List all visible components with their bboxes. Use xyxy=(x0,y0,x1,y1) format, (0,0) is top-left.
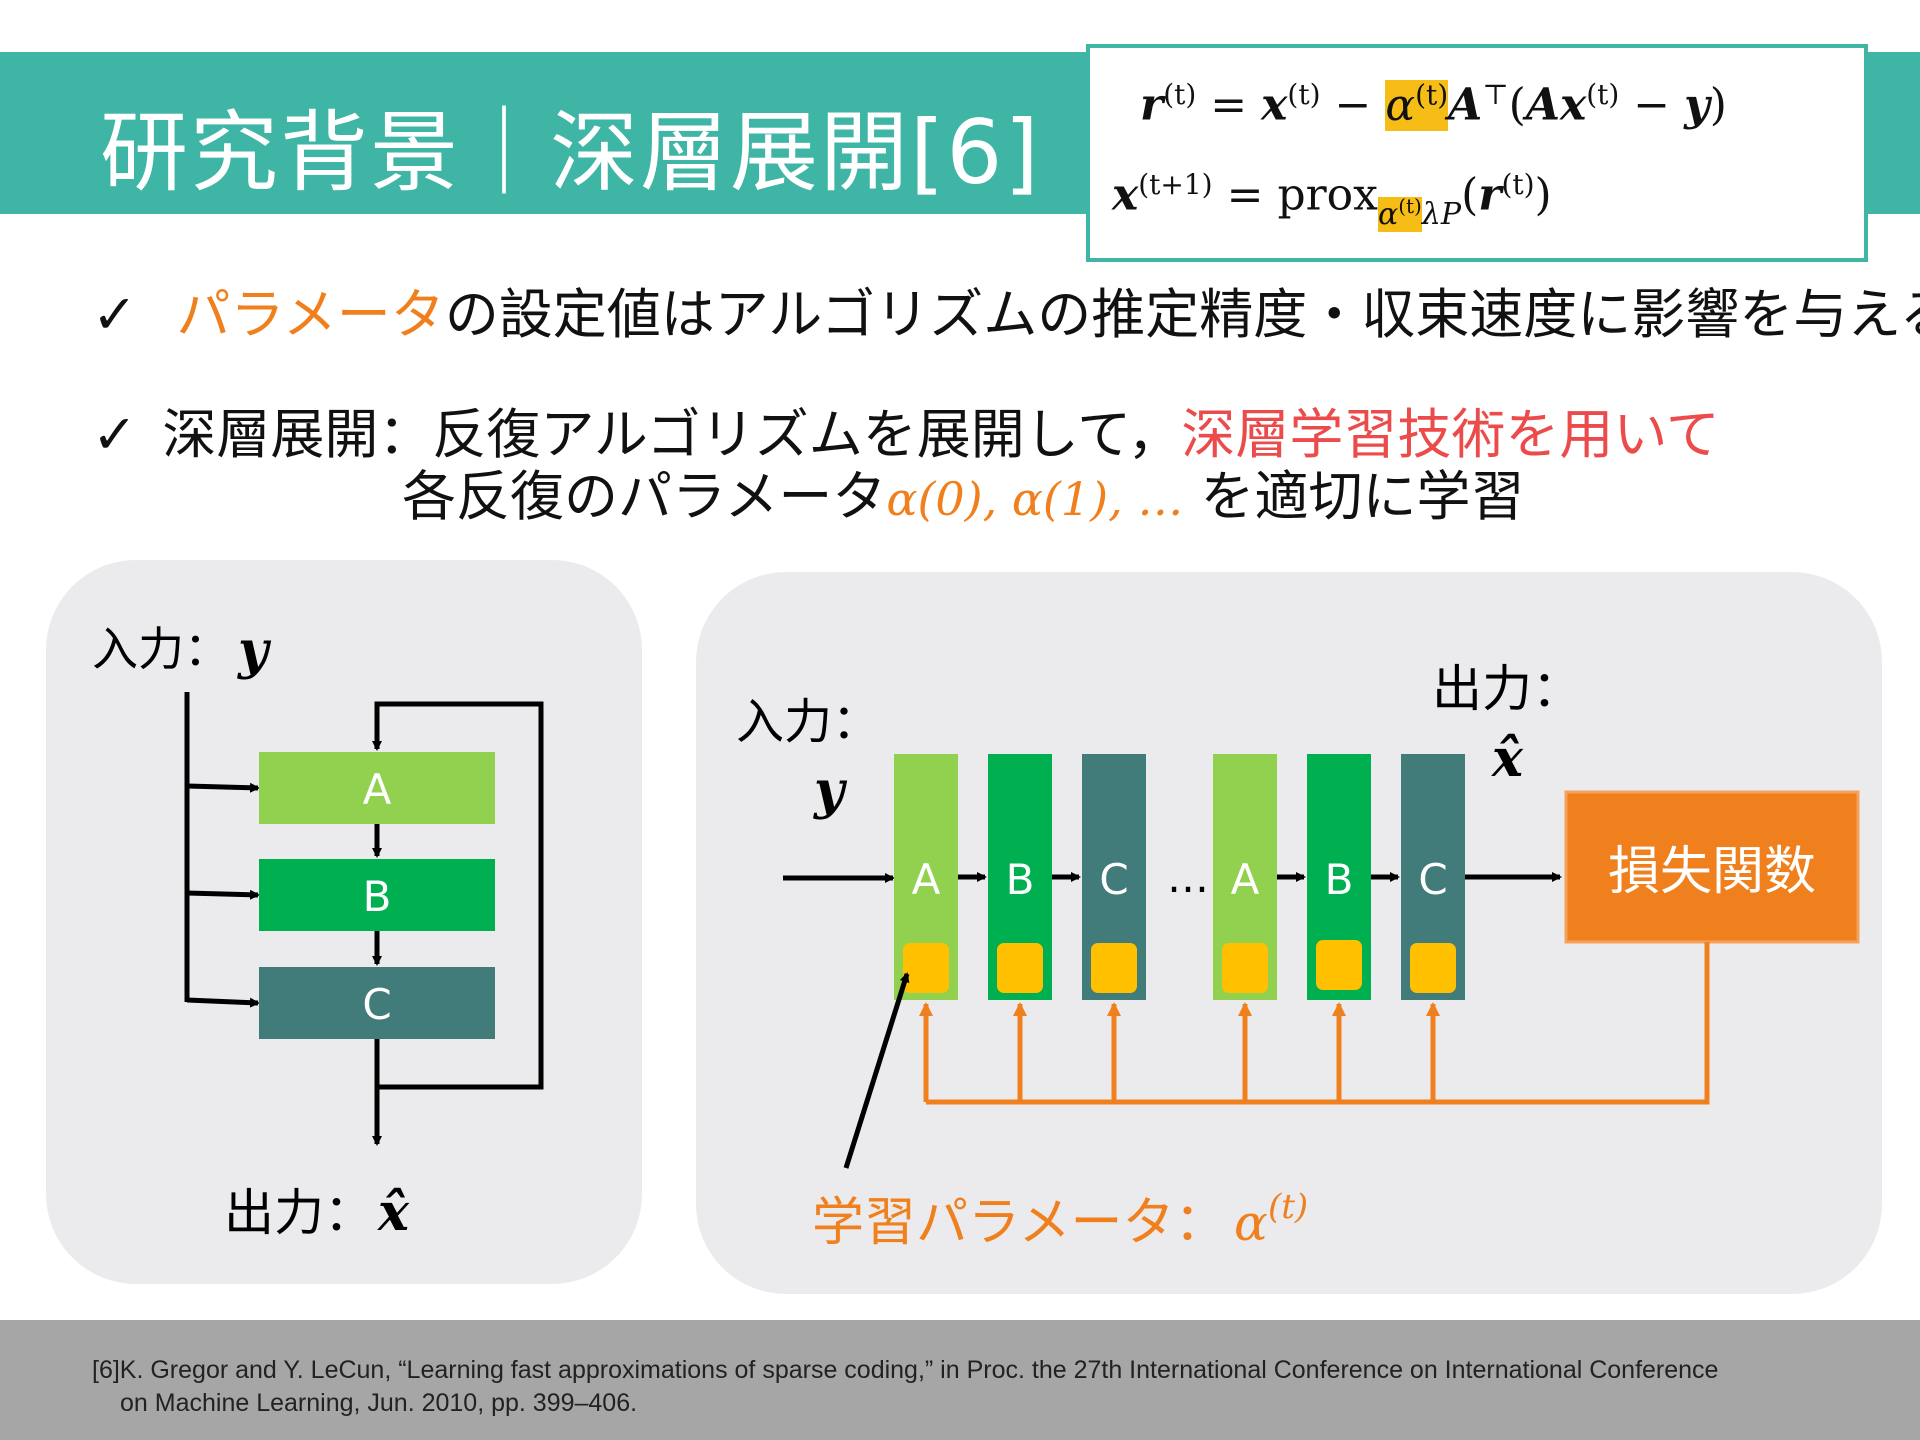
formula-alpha: α xyxy=(1385,79,1416,131)
check-icon: ✓ xyxy=(92,283,138,346)
left-loop-arrow xyxy=(372,701,544,1090)
param-pointer-arrow xyxy=(843,972,910,1169)
left-output-var: x̂ xyxy=(377,1182,410,1243)
formula-A: A xyxy=(1448,79,1483,131)
formula-sup: (t) xyxy=(1501,168,1535,201)
right-output-label: 出力： xyxy=(1432,660,1582,718)
left-block-c-label: C xyxy=(362,980,391,1029)
right-block-6-label: C xyxy=(1418,855,1447,904)
left-block-b-label: B xyxy=(363,872,392,921)
right-block-1-label: A xyxy=(912,855,941,904)
bullet-1: ✓ パラメータの設定値はアルゴリズムの推定精度・収束速度に影響を与える xyxy=(92,270,1920,349)
formula-prox-subscript: α(t)λP xyxy=(1377,193,1462,232)
formula-r: r xyxy=(1478,169,1502,221)
left-block-a-label: A xyxy=(363,765,392,814)
right-ellipsis: … xyxy=(1167,853,1209,902)
param-square-2 xyxy=(997,943,1043,993)
right-block-4-label: A xyxy=(1231,855,1260,904)
footer-bar xyxy=(0,1320,1920,1440)
formula-sup: (t) xyxy=(1287,78,1321,111)
formula-line-1: r(t) = x(t) − α(t)A⊤(Ax(t) − y) xyxy=(1140,78,1727,131)
loss-function-box xyxy=(1564,790,1860,944)
formula-x: x xyxy=(1261,79,1288,131)
param-square-6 xyxy=(1410,943,1456,993)
loss-function-label: 損失関数 xyxy=(1608,842,1816,902)
formula-r: r xyxy=(1140,79,1164,131)
check-icon: ✓ xyxy=(92,403,138,466)
formula-paren: ) xyxy=(1534,169,1552,221)
formula-minus: − xyxy=(1619,79,1685,131)
formula-paren: ) xyxy=(1709,79,1727,131)
formula-prox: = prox xyxy=(1212,169,1378,221)
formula-box: r(t) = x(t) − α(t)A⊤(Ax(t) − y) x(t+1) =… xyxy=(1086,44,1868,262)
right-block-5-label: B xyxy=(1325,855,1354,904)
formula-sup: (t) xyxy=(1163,78,1197,111)
bullet-1-text: の設定値はアルゴリズムの推定精度・収束速度に影響を与える xyxy=(444,283,1920,346)
right-block-2-label: B xyxy=(1006,855,1035,904)
bullet-3-suffix: を適切に学習 xyxy=(1183,465,1525,528)
bullet-3-text: 各反復のパラメータ xyxy=(402,465,887,528)
param-square-5 xyxy=(1316,940,1362,990)
formula-sup: (t) xyxy=(1398,193,1422,218)
formula-x: x xyxy=(1112,169,1139,221)
right-diagram: 入力： y 出力： x̂ A B C A B C … 損失関 xyxy=(736,660,1860,1253)
left-output-label: 出力： xyxy=(224,1184,374,1242)
left-arrow-to-b xyxy=(186,889,260,900)
right-input-label: 入力： xyxy=(736,694,880,750)
formula-alpha: α xyxy=(1377,196,1399,232)
formula-sup: (t+1) xyxy=(1138,168,1213,201)
left-arrow-to-c xyxy=(186,997,260,1008)
param-var: α xyxy=(1234,1194,1268,1252)
footer-line-1: [6]K. Gregor and Y. LeCun, “Learning fas… xyxy=(92,1356,1719,1384)
param-label: 学習パラメータ： xyxy=(812,1193,1226,1253)
formula-line-2: x(t+1) = proxα(t)λP(r(t)) xyxy=(1112,168,1552,232)
formula-y: y xyxy=(1684,79,1710,131)
formula-sup: (t) xyxy=(1415,78,1449,111)
formula-Ax: Ax xyxy=(1525,79,1587,131)
footer-line-2: on Machine Learning, Jun. 2010, pp. 399–… xyxy=(120,1389,638,1417)
left-input-var: y xyxy=(237,620,272,681)
bullet-1-highlight: パラメータ xyxy=(176,283,445,346)
formula-alpha-highlight: α(t) xyxy=(1385,78,1449,131)
param-square-4 xyxy=(1222,943,1268,993)
bullet-2-highlight: 深層学習技術を用いて xyxy=(1181,403,1720,466)
formula-minus: − xyxy=(1320,79,1386,131)
right-output-var: x̂ xyxy=(1491,728,1524,789)
slide-title: 研究背景｜深層展開[6] xyxy=(100,101,1041,204)
param-square-1 xyxy=(903,943,949,993)
left-block-a xyxy=(259,752,495,824)
bullet-2-continuation: 各反復のパラメータα(0), α(1), … を適切に学習 xyxy=(402,452,1525,531)
formula-eq: = xyxy=(1210,79,1262,131)
formula-paren: ( xyxy=(1508,79,1526,131)
param-square-3 xyxy=(1091,943,1137,993)
left-input-label: 入力： xyxy=(92,622,230,676)
footer-reference: [6]K. Gregor and Y. LeCun, “Learning fas… xyxy=(92,1354,1872,1420)
left-block-c xyxy=(259,967,495,1039)
formula-alpha-highlight: α(t) xyxy=(1377,193,1422,232)
formula-transpose: ⊤ xyxy=(1482,78,1509,111)
right-block-3-label: C xyxy=(1099,855,1128,904)
formula-sup: (t) xyxy=(1586,78,1620,111)
bullet-3-alpha: α(0), α(1), … xyxy=(886,472,1184,526)
right-input-var: y xyxy=(813,760,848,821)
left-diagram: 入力： y A B C 出力： x̂ xyxy=(92,620,544,1243)
param-sup: (t) xyxy=(1268,1187,1308,1227)
formula-lambda-p: λP xyxy=(1421,196,1462,232)
bullet-2-text: 深層展開：反復アルゴリズムを展開して， xyxy=(162,403,1182,466)
bullet-2: ✓ 深層展開：反復アルゴリズムを展開して，深層学習技術を用いて xyxy=(92,390,1720,469)
formula-paren: ( xyxy=(1461,169,1479,221)
left-arrow-to-a xyxy=(186,782,260,793)
left-block-b xyxy=(259,859,495,931)
feedback-line xyxy=(926,942,1710,1105)
